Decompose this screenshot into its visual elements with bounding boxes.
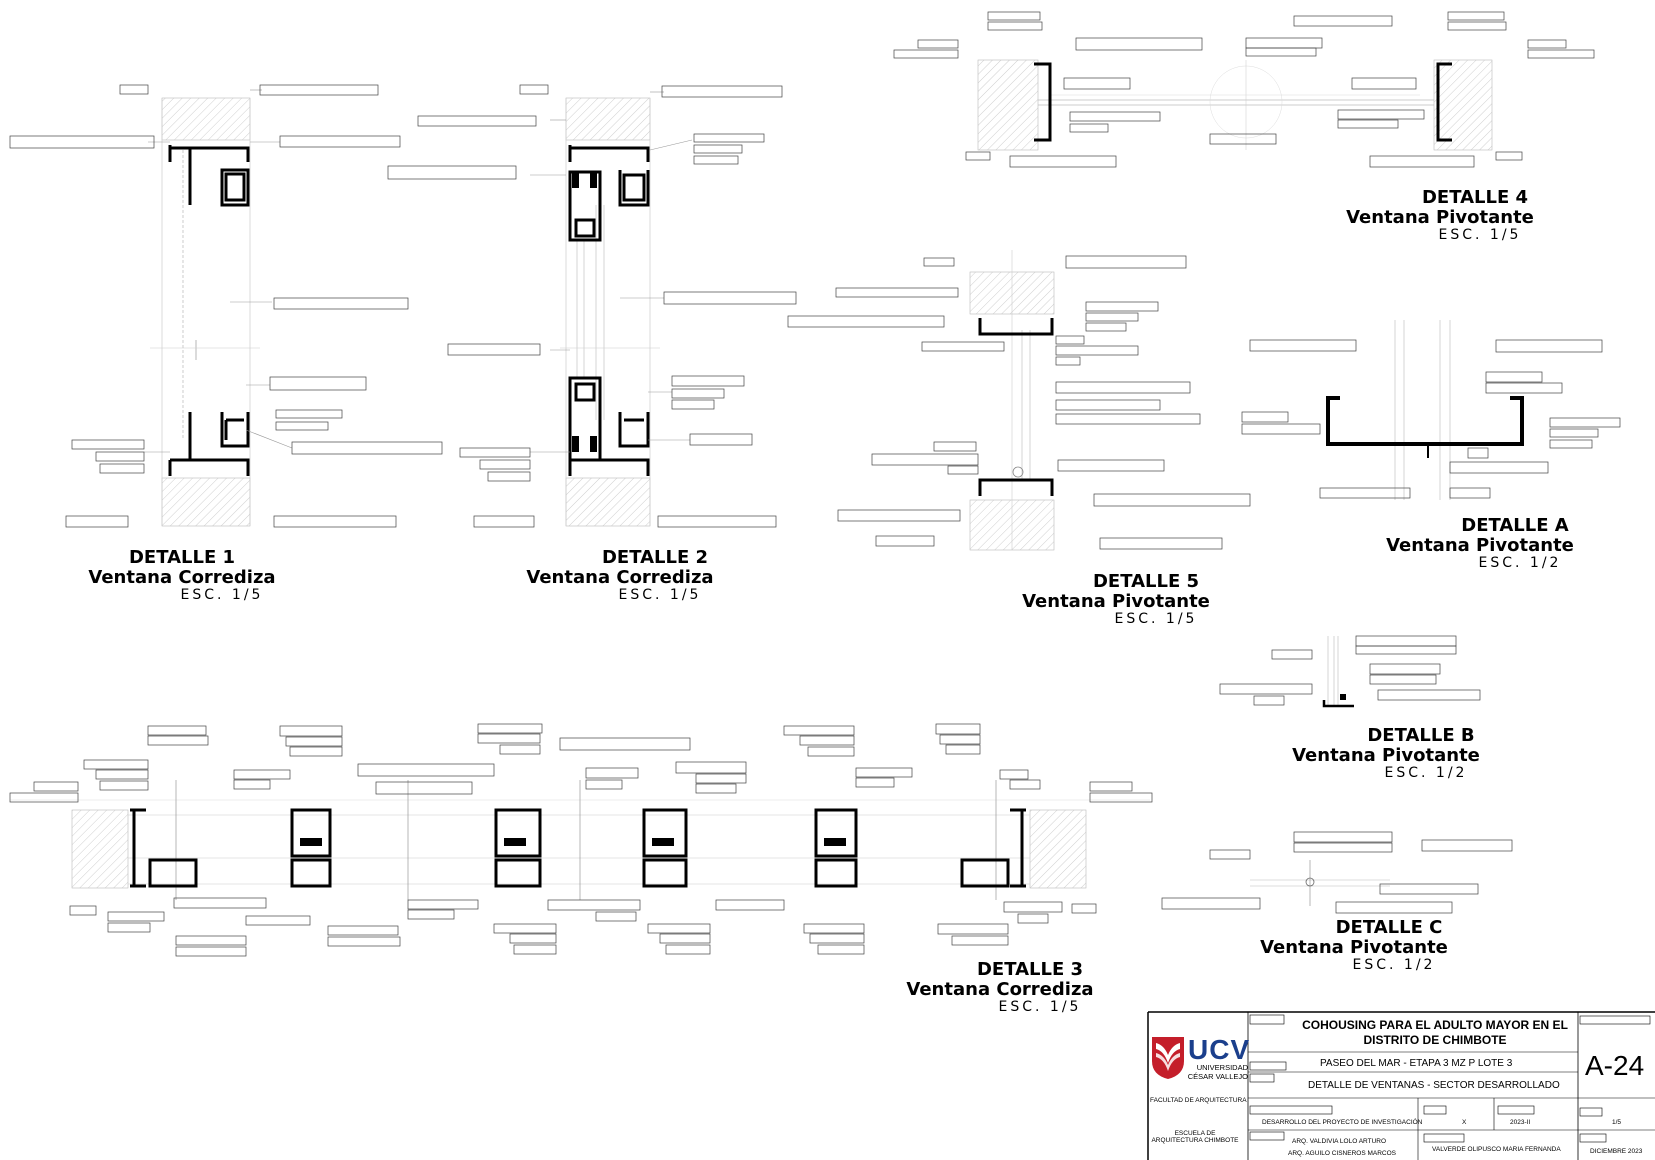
detalle-2-title: DETALLE 2 Ventana Corrediza ESC. 1/5 — [500, 547, 740, 604]
advisor-1: ARQ. VALDIVIA LOLO ARTURO — [1292, 1138, 1387, 1145]
detail-scale: ESC. 1/5 — [998, 999, 1082, 1016]
detail-scale: ESC. 1/5 — [180, 587, 264, 604]
detail-scale: ESC. 1/5 — [618, 587, 702, 604]
detalle-a-drawing — [1241, 320, 1621, 500]
detail-scale: ESC. 1/5 — [1114, 611, 1198, 628]
detail-number: DETALLE 1 — [128, 547, 236, 568]
sheet-number: A-24 — [1585, 1050, 1645, 1081]
ucv-wordmark: UCV — [1188, 1034, 1251, 1065]
ucv-shield-logo — [1152, 1037, 1184, 1079]
detail-number: DETALLE 5 — [1092, 571, 1200, 592]
detail-name: Ventana Pivotante — [1260, 937, 1448, 959]
faculty-name: FACULTAD DE ARQUITECTURA — [1150, 1097, 1247, 1104]
detail-number: DETALLE 2 — [601, 547, 709, 568]
detail-scale: ESC. 1/2 — [1352, 957, 1436, 974]
detalle-a-title: DETALLE A Ventana Pivotante ESC. 1/2 — [1360, 515, 1600, 572]
detail-name: Ventana Corrediza — [906, 979, 1094, 1001]
detail-scale: ESC. 1/5 — [1438, 227, 1522, 244]
detalle-c-drawing — [1161, 831, 1513, 914]
title-block-grid — [1147, 1011, 1655, 1160]
detalle-5-drawing — [787, 250, 1251, 551]
detalle-5-title: DETALLE 5 Ventana Pivotante ESC. 1/5 — [996, 571, 1236, 628]
project-location: PASEO DEL MAR - ETAPA 3 MZ P LOTE 3 — [1320, 1058, 1513, 1069]
detail-name: Ventana Pivotante — [1292, 745, 1480, 767]
university-name: UNIVERSIDAD CÉSAR VALLEJO — [1187, 1063, 1248, 1081]
detalle-3-title: DETALLE 3 Ventana Corrediza ESC. 1/5 — [880, 959, 1120, 1016]
detail-name: Ventana Corrediza — [88, 567, 276, 589]
project-title: COHOUSING PARA EL ADULTO MAYOR EN EL DIS… — [1302, 1018, 1568, 1047]
course-mark: X — [1462, 1119, 1467, 1126]
detail-number: DETALLE 4 — [1421, 187, 1529, 208]
detail-number: DETALLE C — [1335, 917, 1443, 938]
drawing-date: DICIEMBRE 2023 — [1590, 1148, 1643, 1155]
detail-name: Ventana Pivotante — [1386, 535, 1574, 557]
detail-number: DETALLE 3 — [976, 959, 1084, 980]
detalle-c-title: DETALLE C Ventana Pivotante ESC. 1/2 — [1234, 917, 1474, 974]
semester: 2023-II — [1510, 1119, 1531, 1126]
detalle-2-drawing — [417, 84, 797, 528]
detail-number: DETALLE A — [1461, 515, 1569, 536]
detalle-b-title: DETALLE B Ventana Pivotante ESC. 1/2 — [1266, 725, 1506, 782]
detalle-3-drawing — [9, 723, 1153, 957]
detail-name: Ventana Corrediza — [526, 567, 714, 589]
sheet-description: DETALLE DE VENTANAS - SECTOR DESARROLLAD… — [1308, 1080, 1560, 1091]
course-name: DESARROLLO DEL PROYECTO DE INVESTIGACIÓN — [1262, 1119, 1423, 1126]
student-name: VALVERDE OLIPUSCO MARIA FERNANDA — [1432, 1146, 1561, 1153]
school-name: ESCUELA DE ARQUITECTURA CHIMBOTE — [1151, 1130, 1239, 1145]
detalle-1-title: DETALLE 1 Ventana Corrediza ESC. 1/5 — [62, 547, 302, 604]
advisor-2: ARQ. AGUILO CISNEROS MARCOS — [1288, 1150, 1396, 1157]
detail-name: Ventana Pivotante — [1022, 591, 1210, 613]
drawing-scale: 1/5 — [1612, 1119, 1622, 1126]
detalle-4-title: DETALLE 4 Ventana Pivotante ESC. 1/5 — [1320, 187, 1560, 244]
detalle-1-drawing — [9, 84, 517, 528]
detail-name: Ventana Pivotante — [1346, 207, 1534, 229]
detalle-4-drawing — [893, 11, 1595, 168]
detail-number: DETALLE B — [1367, 725, 1475, 746]
detail-scale: ESC. 1/2 — [1384, 765, 1468, 782]
detalle-b-drawing — [1219, 635, 1481, 708]
detail-scale: ESC. 1/2 — [1478, 555, 1562, 572]
